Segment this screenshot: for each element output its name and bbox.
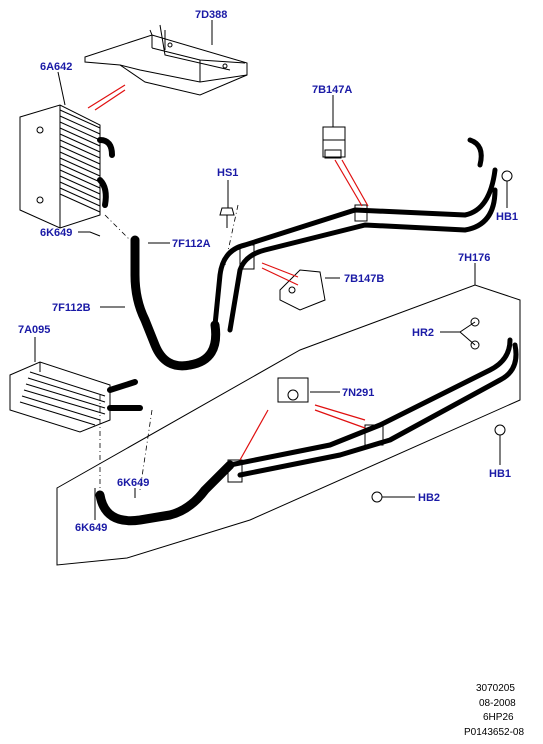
bolt-hb2 [371,491,383,503]
callout-7a095: 7A095 [18,324,50,336]
callout-hb1-top: HB1 [496,211,518,223]
bolt-hb1-bottom [494,424,506,436]
callout-7b147a: 7B147A [312,84,352,96]
footer-date: 08-2008 [479,698,516,709]
leader-lines [34,20,508,520]
kit-outline-7h176 [56,284,521,566]
cooler-7a095 [9,361,143,433]
callout-7b147b: 7B147B [344,273,384,285]
callout-hs1: HS1 [217,167,238,179]
bolt-hs1 [219,207,235,228]
callout-6k649-top: 6K649 [40,227,72,239]
footer-reference: P0143652-08 [464,727,524,738]
callout-6a642: 6A642 [40,61,72,73]
block-7n291 [277,377,309,403]
cooler-6a642 [19,104,115,229]
callout-7h176: 7H176 [458,252,490,264]
callout-7d388: 7D388 [195,9,227,21]
callout-hb1-bottom: HB1 [489,468,511,480]
bolt-hb1-top [501,170,513,182]
bracket-7d388 [84,24,248,96]
callout-7n291: 7N291 [342,387,374,399]
callout-hr2: HR2 [412,327,434,339]
callout-7f112b: 7F112B [52,302,91,314]
callout-7f112a: 7F112A [172,238,211,250]
highlight-lines [87,84,369,461]
assembly-guide-lines [99,204,239,491]
callout-6k649-mid: 6K649 [117,477,149,489]
bolts-hr2 [470,317,480,350]
lower-pipe-assembly [95,337,519,526]
callout-6k649-bottom: 6K649 [75,522,107,534]
clip-7b147a [322,126,346,159]
clip-7b147b [279,269,326,311]
upper-pipe-assembly [130,137,498,371]
footer-transmission: 6HP26 [483,712,514,723]
callout-hb2: HB2 [418,492,440,504]
footer-code: 3070205 [476,683,515,694]
